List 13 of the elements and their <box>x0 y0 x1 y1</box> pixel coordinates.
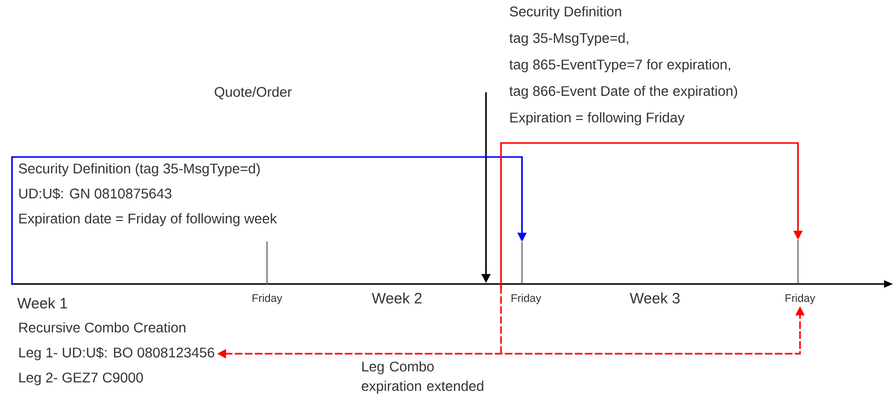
week-label: Week 3 <box>630 292 680 304</box>
week-label: Week 1 <box>17 298 68 308</box>
combo-text: Recursive Combo Creation Leg 1- UD:U$: BO 0808123456 Leg 2- GEZ7 C9000 <box>19 322 214 386</box>
event-label: Quote/Order <box>214 86 292 100</box>
day-label: Friday <box>786 294 816 304</box>
arrow <box>500 142 803 288</box>
day-label: Friday <box>252 294 282 304</box>
day-label: Friday <box>512 294 542 304</box>
edge-label: Leg Combo expiration extended <box>360 360 494 395</box>
definition-text: Security Definition (tag 35-MsgType=d) UD:U$: GN 0810875643 Expiration date = Friday of following week <box>18 163 277 226</box>
arrow <box>11 156 527 285</box>
definition-text: Security Definition tag 35-MsgType=d, tag 865-EventType=7 for expiration, tag 866-Event Date of the expiration) Expiration = following Friday <box>509 6 738 126</box>
week-label: Week 2 <box>372 292 422 304</box>
